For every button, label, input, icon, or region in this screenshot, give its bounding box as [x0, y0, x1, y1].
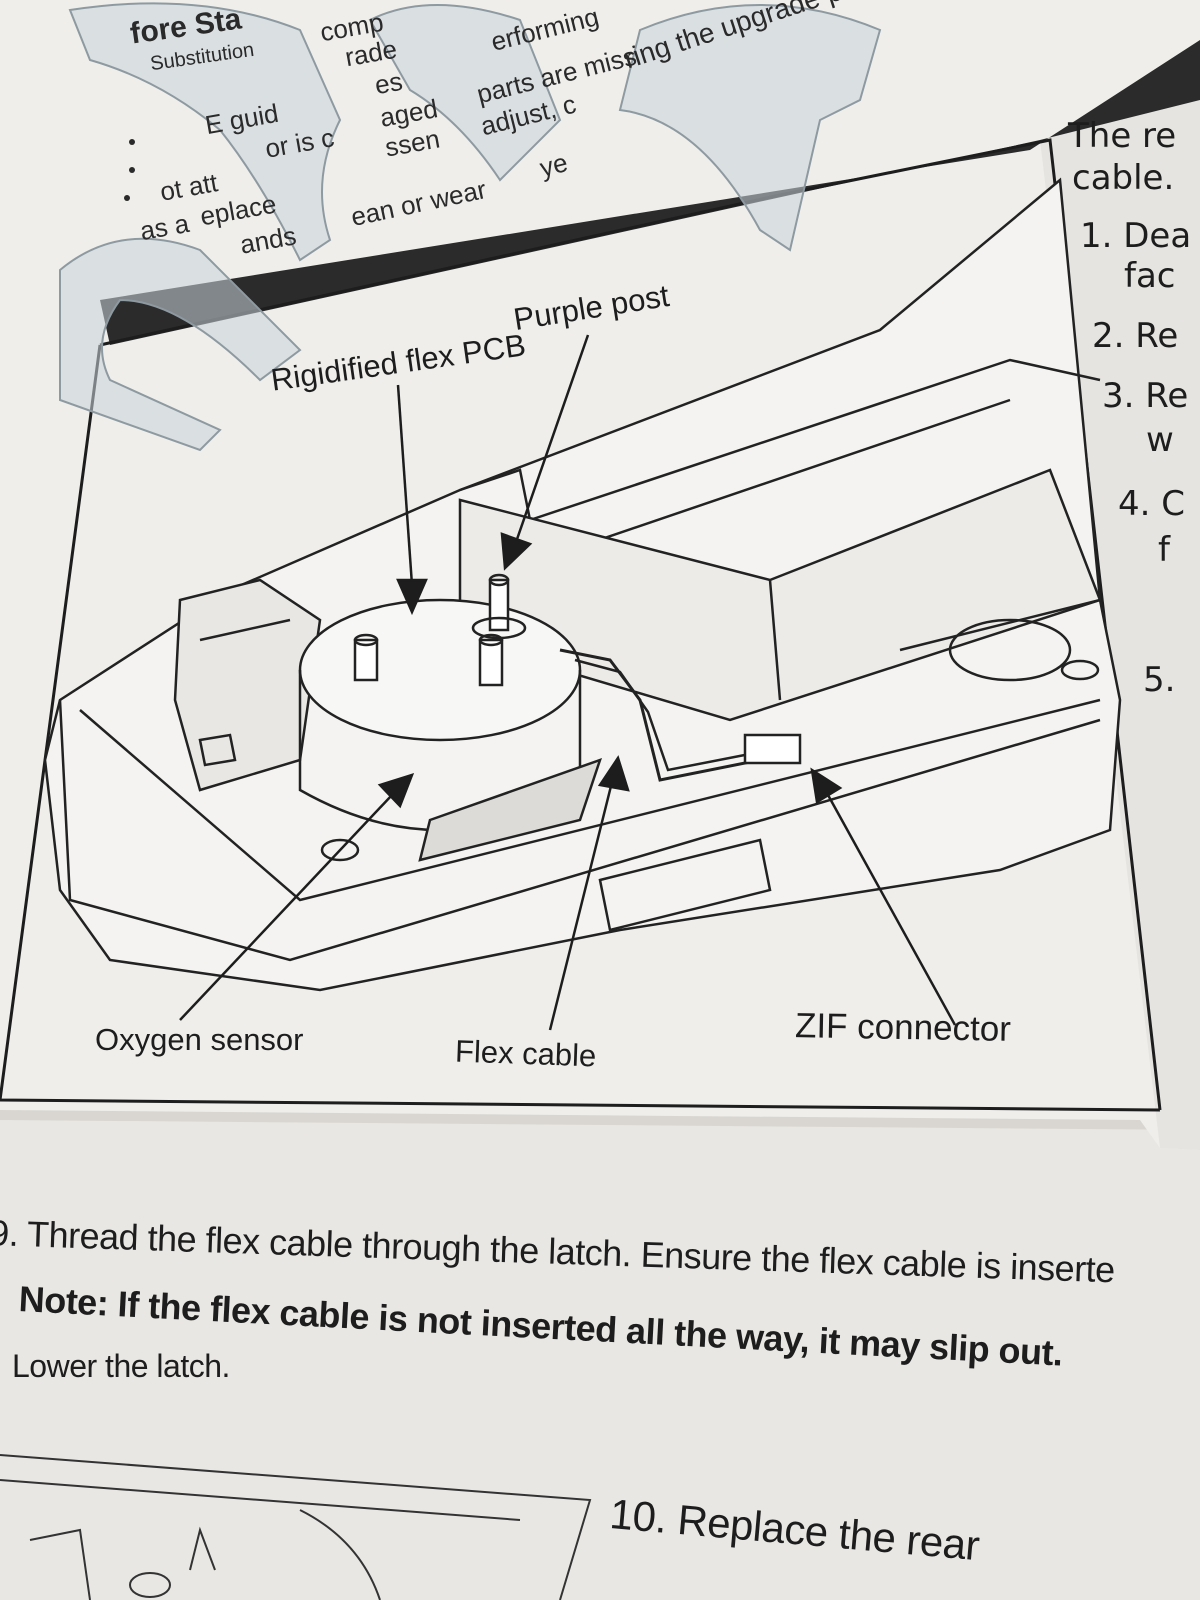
label-oxygen-sensor: Oxygen sensor	[95, 1022, 304, 1057]
right-column-line: 5.	[1143, 660, 1176, 700]
label-zif-connector: ZIF connector	[794, 1006, 1012, 1049]
right-column-line: 3. Re	[1102, 376, 1189, 416]
lower-latch-text: Lower the latch.	[12, 1348, 230, 1384]
next-figure	[0, 1454, 592, 1600]
section-band	[100, 40, 1200, 345]
lower-manual-page	[0, 1120, 1200, 1600]
callout-arrows	[179, 334, 957, 1031]
right-column-line: fac	[1124, 256, 1176, 296]
right-column-line: 1. Dea	[1080, 216, 1192, 256]
right-column-line: f	[1158, 530, 1170, 570]
device-illustration	[43, 177, 1122, 992]
right-column-line: 2. Re	[1092, 316, 1179, 356]
right-column-line: The re	[1068, 116, 1177, 156]
plastic-clips	[59, 2, 882, 452]
bg-fragment: es	[372, 65, 405, 101]
right-column-line: 4. C	[1118, 484, 1185, 524]
right-column-line: w	[1146, 420, 1174, 460]
right-column-line: cable.	[1072, 158, 1175, 198]
label-flex-cable: Flex cable	[454, 1033, 597, 1074]
